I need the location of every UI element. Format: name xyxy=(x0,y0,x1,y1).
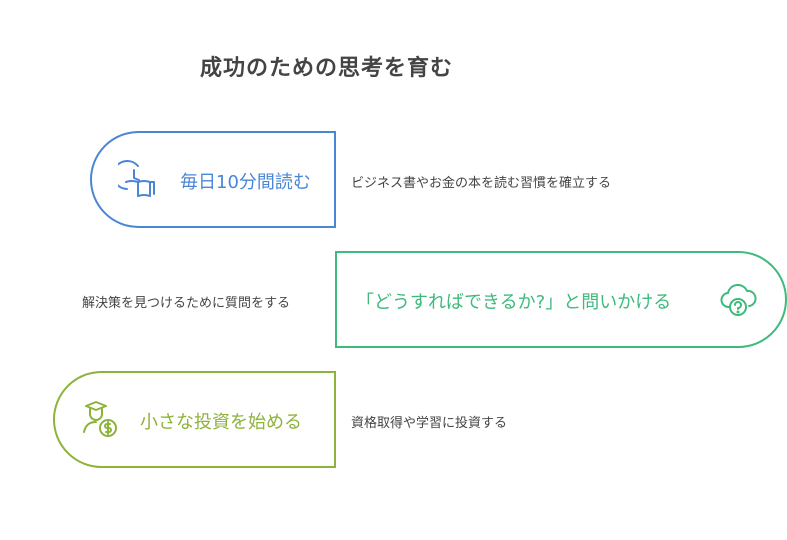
clock-book-icon xyxy=(112,160,158,204)
step-question-shape xyxy=(335,251,787,348)
page-title: 成功のための思考を育む xyxy=(200,56,454,81)
graduate-money-icon xyxy=(80,398,122,444)
step-reading-label: 毎日10分間読む xyxy=(180,172,311,193)
step-question-label: 「どうすればできるか?」と問いかける xyxy=(356,292,672,313)
step-invest-shape xyxy=(53,371,336,468)
question-cloud-icon xyxy=(718,280,758,324)
step-reading-shape xyxy=(90,131,336,228)
step-question-description: 解決策を見つけるために質問をする xyxy=(82,296,291,311)
step-invest-label: 小さな投資を始める xyxy=(140,412,302,433)
step-reading-description: ビジネス書やお金の本を読む習慣を確立する xyxy=(351,176,612,191)
step-invest-description: 資格取得や学習に投資する xyxy=(351,416,508,431)
